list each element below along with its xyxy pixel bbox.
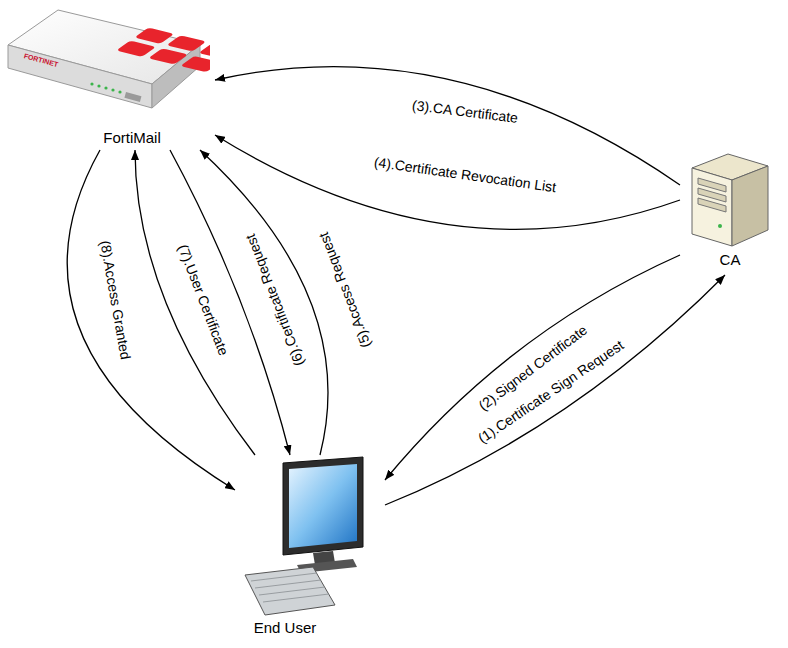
connector-arrow [385,255,680,480]
edge-label: (3).CA Certificate [409,97,521,127]
edge-label: (8).Access Granted [96,237,134,363]
node-label: FortiMail [27,129,237,147]
connector-arrow [215,135,680,229]
connector-arrow [200,150,328,455]
server-icon [680,150,780,250]
connector-arrow [67,150,235,490]
node-label: End User [210,619,360,637]
computer-icon [235,455,385,617]
connector-arrow [385,275,725,505]
edge-label: (6).Certificate Request [241,230,308,371]
device-node: FortiMail [5,5,215,150]
node-label: CA [680,251,780,269]
connector-arrow [135,150,255,455]
edge-label: (5).Access Request [314,228,375,352]
edge-label: (7).User Certificate [173,240,232,359]
device-node: CA [680,150,780,275]
edge-label: (4).Certificate Revocation List [371,154,559,197]
device-node: End User [235,455,385,643]
